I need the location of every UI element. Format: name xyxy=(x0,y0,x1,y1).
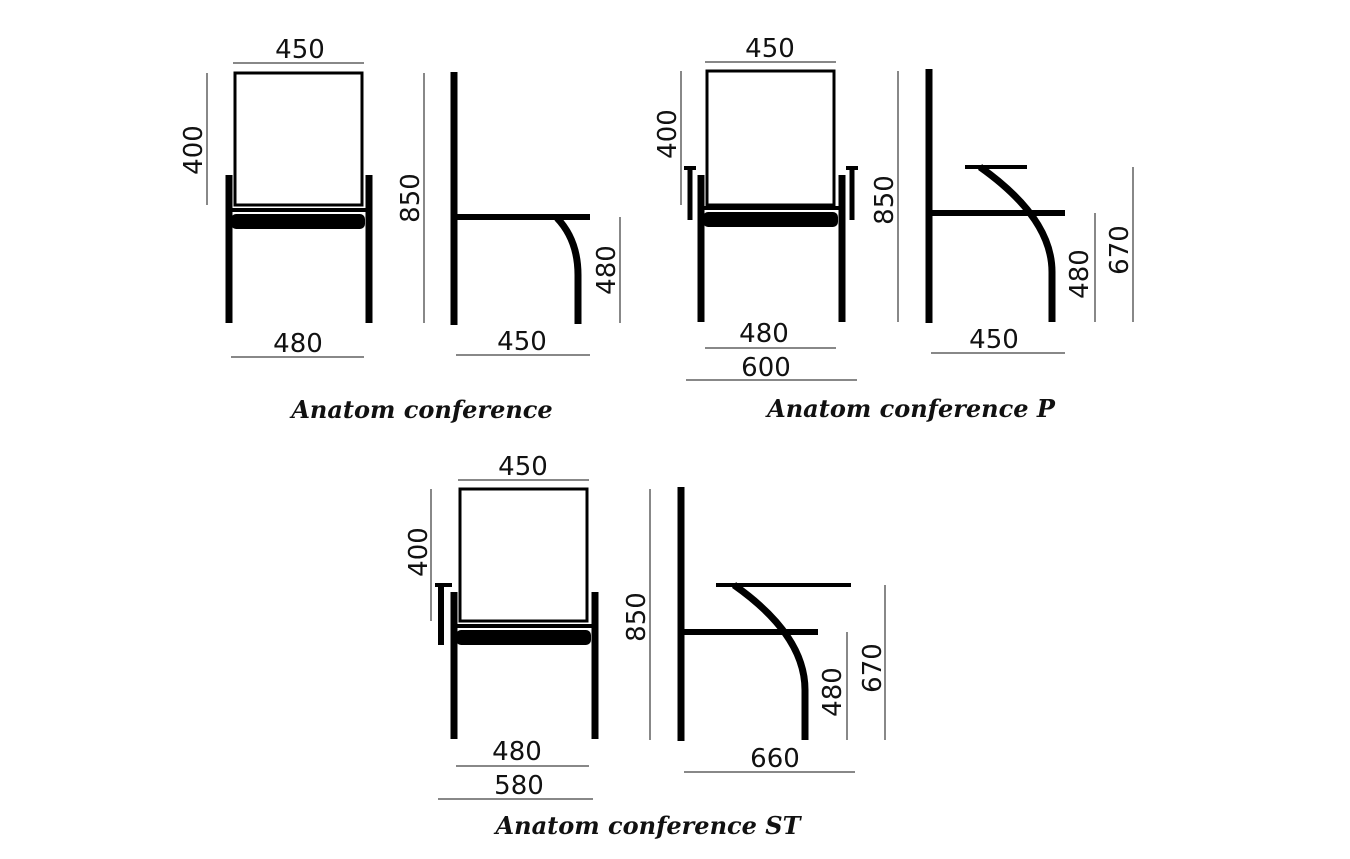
side-view: 850 480 670 450 xyxy=(870,69,1135,355)
depth-label: 450 xyxy=(969,325,1019,355)
back-height-label: 400 xyxy=(653,109,683,159)
tablet-arm-curve xyxy=(731,582,809,740)
front-leg-curve xyxy=(554,215,582,324)
model-anatom-conference-p: 450 400 480 600 850 480 670 450 Anatom c… xyxy=(653,34,1135,423)
total-height-label: 850 xyxy=(396,173,426,223)
model-anatom-conference-st: 450 400 480 580 850 480 670 660 Anatom c… xyxy=(404,452,888,840)
model-anatom-conference: 450 400 480 850 480 450 Anatom conferenc… xyxy=(179,35,622,424)
seat-cushion xyxy=(231,214,365,229)
model-caption: Anatom conference P xyxy=(765,394,1056,423)
back-width-label: 450 xyxy=(745,34,795,64)
armrest-height-label: 670 xyxy=(1105,225,1135,275)
depth-label: 450 xyxy=(497,327,547,357)
seat-width-label: 480 xyxy=(492,737,542,767)
seat-height-label: 480 xyxy=(592,245,622,295)
side-view: 850 480 670 660 xyxy=(622,487,888,774)
seat-height-label: 480 xyxy=(1065,249,1095,299)
backrest xyxy=(233,71,364,207)
overall-width-label: 580 xyxy=(494,771,544,801)
backrest xyxy=(705,69,836,207)
seat-height-label: 480 xyxy=(818,667,848,717)
total-height-label: 850 xyxy=(622,592,652,642)
front-view: 450 400 480 xyxy=(179,35,373,359)
model-caption: Anatom conference xyxy=(289,395,552,424)
seat-cushion xyxy=(703,212,838,227)
back-height-label: 400 xyxy=(179,125,209,175)
armrest-curve xyxy=(977,164,1056,322)
depth-label: 660 xyxy=(750,744,800,774)
total-height-label: 850 xyxy=(870,175,900,225)
front-view: 450 400 480 580 xyxy=(404,452,599,801)
back-width-label: 450 xyxy=(498,452,548,482)
armrest-height-label: 670 xyxy=(858,643,888,693)
back-width-label: 450 xyxy=(275,35,325,65)
side-view: 850 480 450 xyxy=(396,72,622,357)
back-height-label: 400 xyxy=(404,527,434,577)
seat-cushion xyxy=(456,630,591,645)
model-caption: Anatom conference ST xyxy=(494,811,803,840)
seat-width-label: 480 xyxy=(739,319,789,349)
front-view: 450 400 480 600 xyxy=(653,34,858,383)
backrest xyxy=(458,487,589,623)
seat-width-label: 480 xyxy=(273,329,323,359)
overall-width-label: 600 xyxy=(741,353,791,383)
